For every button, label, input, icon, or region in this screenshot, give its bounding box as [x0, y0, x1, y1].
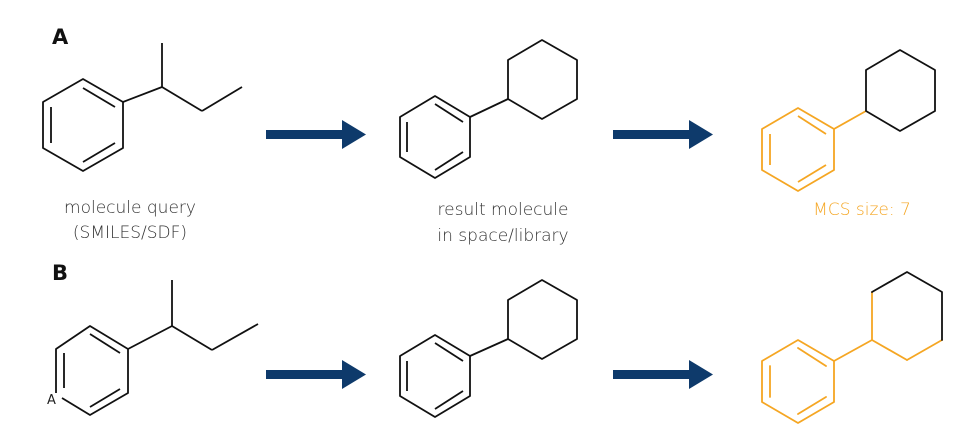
mcs-molecule-b	[761, 271, 943, 424]
result-molecule-a	[399, 39, 578, 179]
result-caption-line2: in space/library	[437, 226, 568, 246]
mcs-size-label: MCS size: 7	[813, 200, 911, 220]
mcs-molecule-a	[761, 49, 936, 192]
query-molecule-b	[55, 280, 259, 416]
result-molecule-b	[399, 279, 578, 418]
arrow-a1	[266, 120, 366, 149]
atom-label-a: A	[47, 393, 56, 408]
result-caption-line1: result molecule	[438, 200, 569, 220]
query-caption-line1: molecule query	[64, 198, 196, 218]
arrow-a2	[613, 120, 713, 149]
panel-label-b: B	[52, 261, 68, 285]
query-caption-line2: (SMILES/SDF)	[73, 223, 187, 243]
arrow-b1	[266, 360, 366, 389]
arrow-b2	[613, 360, 713, 389]
panel-label-a: A	[52, 25, 69, 49]
query-molecule-a	[42, 43, 243, 172]
